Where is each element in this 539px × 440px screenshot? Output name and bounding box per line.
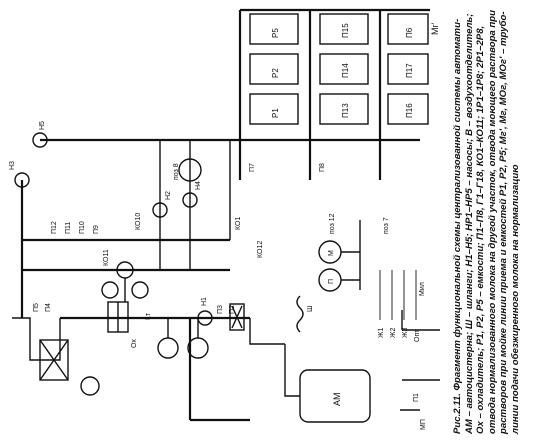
label-p10: П10: [79, 221, 86, 234]
label-p5-top: П5: [33, 303, 40, 312]
label-p14: П14: [341, 63, 350, 78]
separator-box: [39, 339, 69, 381]
pos8-label: поз 8: [173, 163, 180, 180]
pump-h2-label: Н2: [165, 191, 172, 200]
ko1-label: КО1: [235, 217, 242, 230]
label-p17: П17: [405, 63, 414, 78]
deaerator-b: [229, 303, 245, 331]
label-p12: П12: [51, 221, 58, 234]
label-p6: П6: [405, 27, 414, 38]
caption-line-1: Рис.2.11. Фрагмент функциональной схемы …: [452, 18, 463, 434]
tank-r5: [249, 13, 299, 45]
caption-line-5: растворов при мойке линии приема и емкос…: [498, 11, 510, 434]
dot-p: П: [328, 279, 335, 284]
label-p11: П11: [65, 222, 72, 234]
label-p1-left: П1: [413, 393, 420, 402]
pump-h5-label: Н5: [39, 121, 46, 130]
j3-label: Ж3: [402, 328, 409, 338]
pump-h3: [14, 172, 30, 188]
tanker-am-label: АМ: [332, 393, 342, 407]
gauge-3: [131, 281, 149, 299]
figure-caption: Рис.2.11. Фрагмент функциональной схемы …: [452, 6, 522, 434]
top-instruments: Н3 Н5 П М поз 12 поз 7 Мил Lт: [9, 121, 426, 320]
j2-label: Ж2: [390, 328, 397, 338]
cooler-label: Ох: [131, 339, 138, 348]
ko10-label: КО10: [135, 213, 142, 230]
tank-r1-label: Р1: [271, 108, 280, 118]
pos7-label-left: МП: [420, 419, 427, 430]
dot-m: М: [328, 250, 335, 256]
label-p2-left: П2: [229, 305, 236, 314]
label-p7: П7: [249, 163, 256, 172]
caption-line-2: АМ – автоцистерна; Ш – шланги; Н1–Н5; НР…: [463, 13, 475, 434]
tank-r2-label: Р2: [271, 68, 280, 78]
mil-label: Мил: [419, 282, 426, 296]
inlet-line: Н1 П2 П3: [157, 297, 250, 359]
central-bus: Н2 Н4 поз 8 КО1 КО10 КО11 КО12 П9 П10 П1…: [20, 140, 264, 422]
ko11-label: КО11: [103, 249, 110, 266]
label-p13: П13: [341, 103, 350, 118]
hose-sh: [296, 295, 304, 333]
label-p3-left: П3: [217, 305, 224, 314]
label-p16: П16: [405, 103, 414, 118]
control-stubs: Ж1 Ж2 Ж3 Опт: [378, 270, 421, 342]
tank-r1: [249, 93, 299, 125]
label-p4-top: П4: [45, 303, 52, 312]
level-instr-1: [178, 158, 202, 182]
label-p15: П15: [341, 23, 350, 38]
hose-label: Ш: [307, 306, 314, 312]
functional-diagram: АМ Ш МП П1 Н1 П2 П3: [9, 8, 440, 430]
caption-line-4: отвода нормализованного молока на другой…: [486, 9, 498, 434]
cooler-group: Ох П4 П5: [12, 261, 160, 396]
pump-h5: [32, 132, 48, 148]
gauge-2: [157, 337, 179, 359]
pump-h1-label: Н1: [201, 297, 208, 306]
opt-label: Опт: [414, 329, 421, 342]
pump-h4: [182, 192, 198, 208]
pump-h2: [152, 202, 168, 218]
ko12-label: КО12: [257, 241, 264, 258]
gauge-4: [101, 281, 119, 299]
j1-label: Ж1: [378, 328, 385, 338]
pump-h4-label: Н4: [195, 181, 202, 190]
pump-h3-label: Н3: [9, 161, 16, 170]
tank-group: Р1 Р2 Р5 П13 П14 П15 П16 П17 П6 Мг' П7 П…: [40, 8, 440, 180]
caption-line-3: Ох – охладитель; Р1, Р2, Р5 – емкости; П…: [475, 25, 487, 434]
pos12-label: поз 12: [329, 213, 336, 234]
gauge-6: [80, 376, 100, 396]
tank-r5-label: Р5: [271, 28, 280, 38]
tanker-group: АМ Ш МП П1: [249, 295, 440, 430]
lt-label: Lт: [145, 312, 152, 320]
pos7-label: поз 7: [383, 217, 390, 234]
caption-line-6: линии подачи обезжиренного молока на нор…: [509, 164, 521, 434]
mg-label: Мг': [430, 22, 440, 35]
tank-r2: [249, 53, 299, 85]
label-p8: П8: [319, 163, 326, 172]
label-p9: П9: [93, 225, 100, 234]
